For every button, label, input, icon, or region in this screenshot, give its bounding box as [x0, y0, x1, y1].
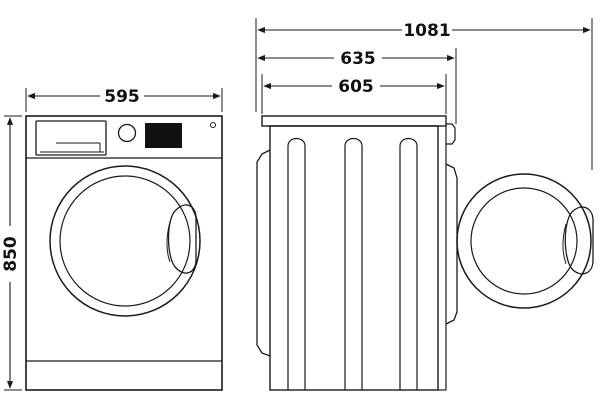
depth-with-door-dimension: 635 — [257, 48, 457, 124]
side-body — [269, 125, 439, 391]
side-knob-projection — [446, 123, 456, 145]
side-rib-3 — [399, 137, 418, 390]
height-dimension: 850 — [1, 115, 22, 391]
open-door-outer — [456, 173, 592, 309]
front-width-dimension: 595 — [25, 87, 223, 112]
side-view — [256, 115, 458, 391]
open-door-handle-inner — [562, 223, 567, 265]
depth-body-label: 605 — [338, 77, 374, 97]
total-depth-label: 1081 — [403, 21, 450, 41]
front-door-inner — [59, 175, 191, 307]
open-door-handle — [564, 206, 594, 275]
height-label: 850 — [1, 236, 21, 272]
side-top-lid — [261, 115, 447, 127]
front-width-label: 595 — [104, 87, 140, 107]
front-view — [25, 115, 223, 391]
front-cabinet — [25, 115, 223, 391]
open-door — [456, 173, 594, 309]
open-door-inner — [470, 187, 578, 295]
side-rib-1 — [287, 137, 306, 390]
front-door-handle-inner — [166, 221, 171, 263]
display-panel — [145, 123, 182, 148]
depth-with-door-label: 635 — [340, 49, 376, 69]
side-door-profile — [445, 163, 458, 325]
program-knob — [117, 123, 137, 143]
rear-bulge — [256, 149, 271, 357]
total-depth-dimension: 1081 — [255, 18, 593, 170]
detergent-drawer — [35, 120, 107, 156]
depth-body-dimension: 605 — [261, 74, 447, 114]
power-button — [210, 122, 216, 128]
front-door-handle — [167, 204, 197, 274]
front-door-outer — [49, 165, 201, 317]
side-rib-2 — [344, 137, 363, 390]
